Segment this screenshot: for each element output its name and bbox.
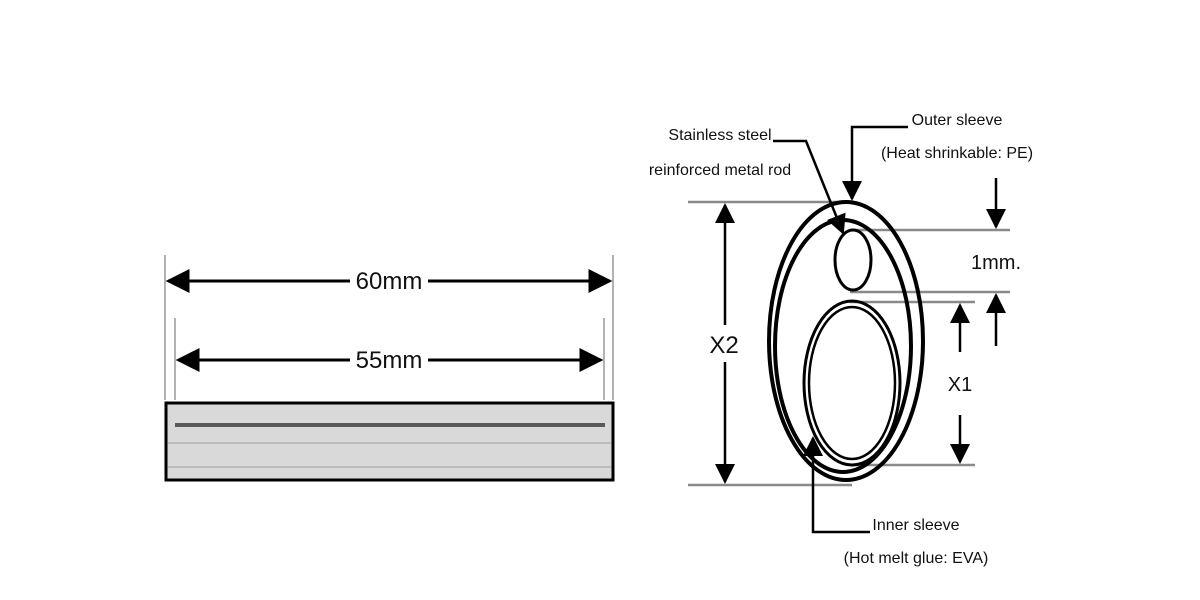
dim-60mm-label: 60mm	[356, 268, 423, 295]
outer-sleeve-label-line-1: Outer sleeve	[912, 112, 1003, 129]
x1-label: X1	[948, 374, 972, 396]
rod-label-line-1: Stainless steel	[668, 127, 771, 144]
dim-55mm-label: 55mm	[356, 347, 423, 374]
gap-1mm-label: 1mm.	[971, 252, 1021, 274]
outer-sleeve-label-line-2: (Heat shrinkable: PE)	[881, 145, 1033, 162]
inner-sleeve-label-line-1: Inner sleeve	[872, 517, 959, 534]
outer-sleeve-ring	[767, 200, 925, 482]
outer-sleeve-leader-line	[842, 125, 908, 201]
x2-label: X2	[709, 332, 738, 359]
rod-label-line-2: reinforced metal rod	[649, 162, 791, 179]
inner-sleeve-inner	[807, 305, 897, 461]
inner-sleeve-outer	[802, 299, 902, 467]
cross-section: X2 X1 1mm. Stainless steel reinforced me…	[649, 112, 1033, 567]
inner-sleeve-leader-line	[803, 436, 870, 534]
sleeve-side-body	[164, 401, 615, 482]
side-view: 60mm 55mm	[164, 255, 615, 482]
rod-leader-line	[773, 139, 846, 235]
metal-rod-circle	[833, 228, 873, 292]
inner-sleeve-label-line-2: (Hot melt glue: EVA)	[844, 550, 989, 567]
